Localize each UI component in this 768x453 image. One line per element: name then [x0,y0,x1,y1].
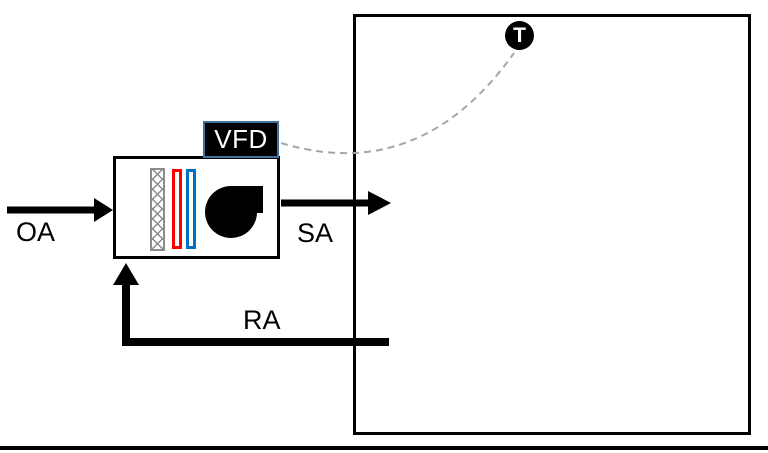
outside-air-label: OA [16,217,56,247]
vfd-label: VFD [214,124,268,154]
temperature-sensor-label: T [513,23,526,47]
cooling-coil-icon [186,169,196,249]
heating-coil-icon [172,169,182,249]
return-air-label: RA [243,305,281,335]
filter-icon [150,168,165,251]
vfd-box: VFD [203,121,279,158]
zone-room-outline [353,14,751,435]
ground-divider-line [0,446,768,450]
air-handler-box [113,156,280,259]
supply-air-label: SA [297,218,334,248]
temperature-sensor-icon: T [505,21,534,50]
